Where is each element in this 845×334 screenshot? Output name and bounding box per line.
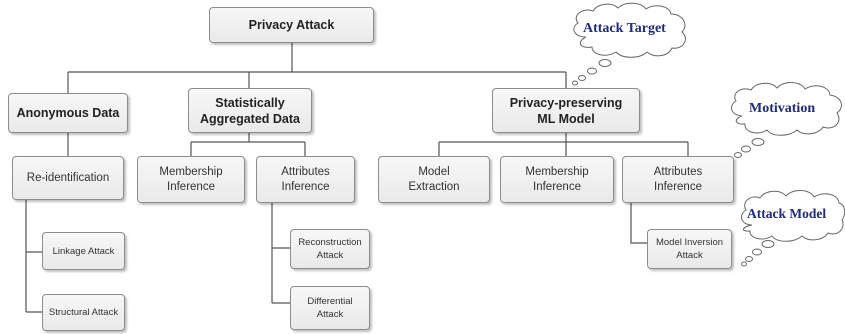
cloud-motivation-bubble-2 <box>741 145 751 153</box>
cloud-motivation-bubble-3 <box>734 152 742 158</box>
cloud-attack-model-bubble-2 <box>752 248 762 256</box>
cloud-attack-model-bubble-1 <box>761 240 775 248</box>
category-privacy-preserving-ml-model: Privacy-preserving ML Model <box>492 88 640 133</box>
connector-statistical-bar <box>190 133 306 156</box>
cloud-attack-target-bubble-2 <box>587 67 597 75</box>
node-model-extraction: Model Extraction <box>378 156 490 203</box>
cloud-attack-model-bubble-3 <box>745 256 753 262</box>
cloud-attack-model-bubble-4 <box>741 261 747 267</box>
connector-ml-bar <box>438 133 689 156</box>
category-statistically-aggregated-data: Statistically Aggregated Data <box>188 88 312 133</box>
cloud-attack-target-bubble-4 <box>572 80 578 86</box>
cloud-label-attack-model: Attack Model <box>747 206 827 221</box>
node-structural-attack: Structural Attack <box>42 294 125 331</box>
node-model-inversion-attack: Model Inversion Attack <box>647 229 732 269</box>
connector-attr2-branch <box>630 203 647 244</box>
cloud-motivation-bubble-1 <box>751 138 765 146</box>
root-node: Privacy Attack <box>209 7 374 43</box>
cloud-attack-target-bubble-3 <box>578 75 586 81</box>
node-membership-inference-1: Membership Inference <box>137 156 245 203</box>
category-anonymous-data: Anonymous Data <box>8 93 128 133</box>
node-differential-attack: Differential Attack <box>290 286 370 330</box>
node-reconstruction-attack: Reconstruction Attack <box>290 229 370 269</box>
node-attributes-inference-1: Attributes Inference <box>256 156 355 203</box>
node-membership-inference-2: Membership Inference <box>500 156 614 203</box>
cloud-label-motivation: Motivation <box>749 101 816 116</box>
cloud-label-attack-target: Attack Target <box>583 21 666 36</box>
node-attributes-inference-2: Attributes Inference <box>622 156 734 203</box>
connector-attr-branch <box>271 203 290 304</box>
cloud-attack-target-bubble-1 <box>598 59 612 67</box>
cloud-motivation-shape <box>730 82 842 136</box>
cloud-attack-target-shape <box>573 2 686 58</box>
node-linkage-attack: Linkage Attack <box>42 232 125 270</box>
connector-reid-branch <box>25 200 42 313</box>
node-re-identification: Re-identification <box>12 156 124 200</box>
